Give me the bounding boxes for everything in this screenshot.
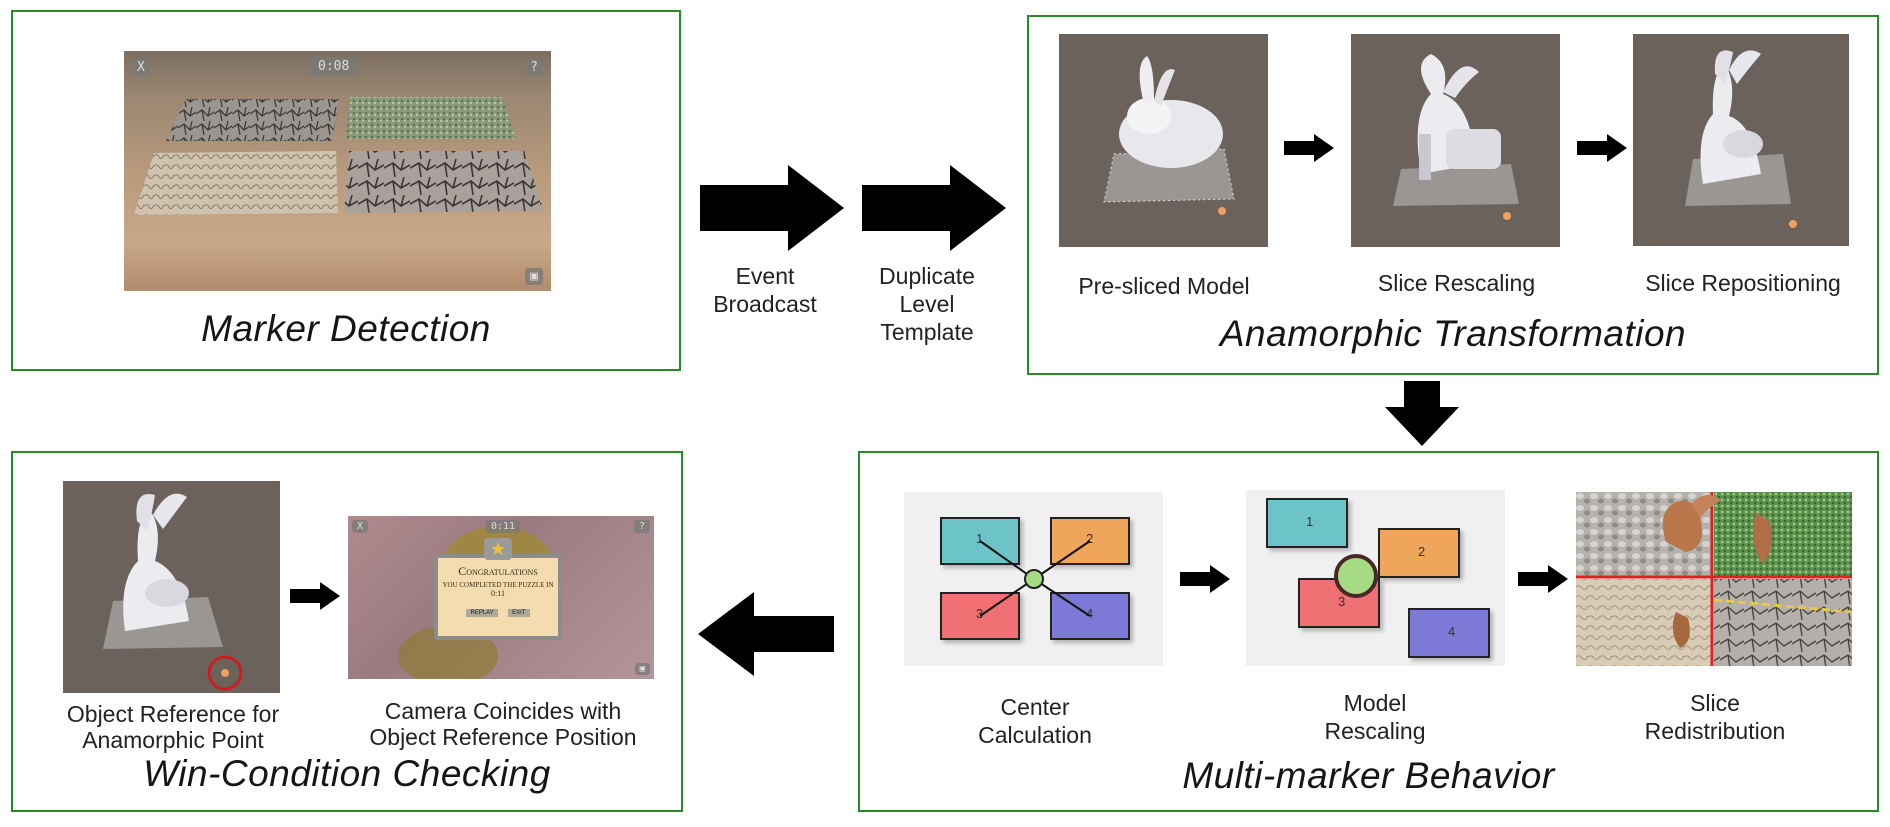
exit-button[interactable]: Exit (508, 609, 530, 617)
flow-label-duplicate-level-template: Duplicate Level Template (879, 263, 975, 345)
help-button[interactable]: ? (525, 59, 543, 76)
replay-button[interactable]: Replay (466, 609, 498, 617)
step-label: Model Rescaling (1324, 690, 1426, 744)
object-reference-render (63, 481, 280, 693)
arrow-right-icon (1180, 565, 1230, 593)
marker-card: 4 (1408, 608, 1490, 658)
marker-card: 2 (1378, 528, 1460, 578)
caption: Object Reference for Anamorphic Point (66, 701, 280, 753)
panel-title: Win-Condition Checking (143, 753, 551, 794)
panel-win-condition-checking: Object Reference for Anamorphic Point X … (11, 451, 683, 812)
arrow-right-icon (1577, 134, 1627, 162)
help-button[interactable]: ? (633, 520, 650, 533)
arrow-right-icon (700, 165, 844, 251)
step-label: Slice Redistribution (1644, 690, 1786, 744)
panel-multi-marker-behavior: 1 2 3 4 Center Calculation 1 2 3 4 Model… (858, 451, 1879, 812)
timer-display: 0:11 (486, 520, 521, 533)
step-label: Center Calculation (978, 694, 1092, 748)
close-button[interactable]: X (132, 59, 150, 76)
marker-tiles (134, 97, 544, 215)
step-label: Slice Rescaling (1377, 270, 1536, 296)
close-button[interactable]: X (352, 520, 369, 533)
arrow-right-icon (1518, 565, 1568, 593)
arrow-right-icon (290, 582, 340, 610)
panel-anamorphic-transformation: Pre-sliced Model Slice Rescaling Slice R… (1027, 15, 1879, 375)
cube-icon[interactable]: ▣ (525, 268, 543, 285)
marker-card: 1 (1266, 498, 1348, 548)
timer-display: 0:08 (310, 57, 358, 76)
caption: Camera Coincides with Object Reference P… (369, 698, 637, 750)
panel-title: Multi-marker Behavior (1182, 755, 1555, 796)
center-calculation-diagram: 1 2 3 4 (904, 492, 1163, 666)
star-icon: ★ (484, 538, 512, 560)
arrow-right-icon (862, 165, 1006, 251)
ar-camera-screenshot: X 0:08 ? ▣ (124, 51, 551, 291)
arrow-down-icon (1385, 381, 1459, 446)
arrow-right-icon (1284, 134, 1334, 162)
dialog-message: You completed the puzzle in (442, 581, 554, 589)
flow-label-event-broadcast: Event Broadcast (713, 263, 817, 317)
panel-marker-detection: X 0:08 ? ▣ Marker Detection (11, 10, 681, 371)
panel-title: Anamorphic Transformation (1219, 313, 1687, 354)
pre-sliced-model-render (1059, 34, 1268, 247)
marker-card: 2 (1050, 517, 1130, 565)
dialog-heading: Congratulations (458, 564, 538, 578)
slice-redistribution-render (1576, 492, 1852, 666)
arrow-left-icon (698, 592, 834, 676)
congratulations-dialog: ★ Congratulations You completed the puzz… (434, 538, 562, 640)
step-label: Slice Repositioning (1645, 270, 1841, 296)
model-rescaling-diagram: 1 2 3 4 (1246, 490, 1505, 666)
dialog-time: 0:11 (491, 589, 505, 598)
win-screen-screenshot: X 0:11 ? ★ Congratulations You completed… (348, 516, 654, 679)
panel-title: Marker Detection (201, 308, 491, 349)
slice-rescaling-render (1351, 34, 1560, 247)
slice-repositioning-render (1633, 34, 1849, 246)
step-label: Pre-sliced Model (1078, 273, 1250, 299)
cube-icon[interactable]: ▣ (634, 663, 650, 675)
